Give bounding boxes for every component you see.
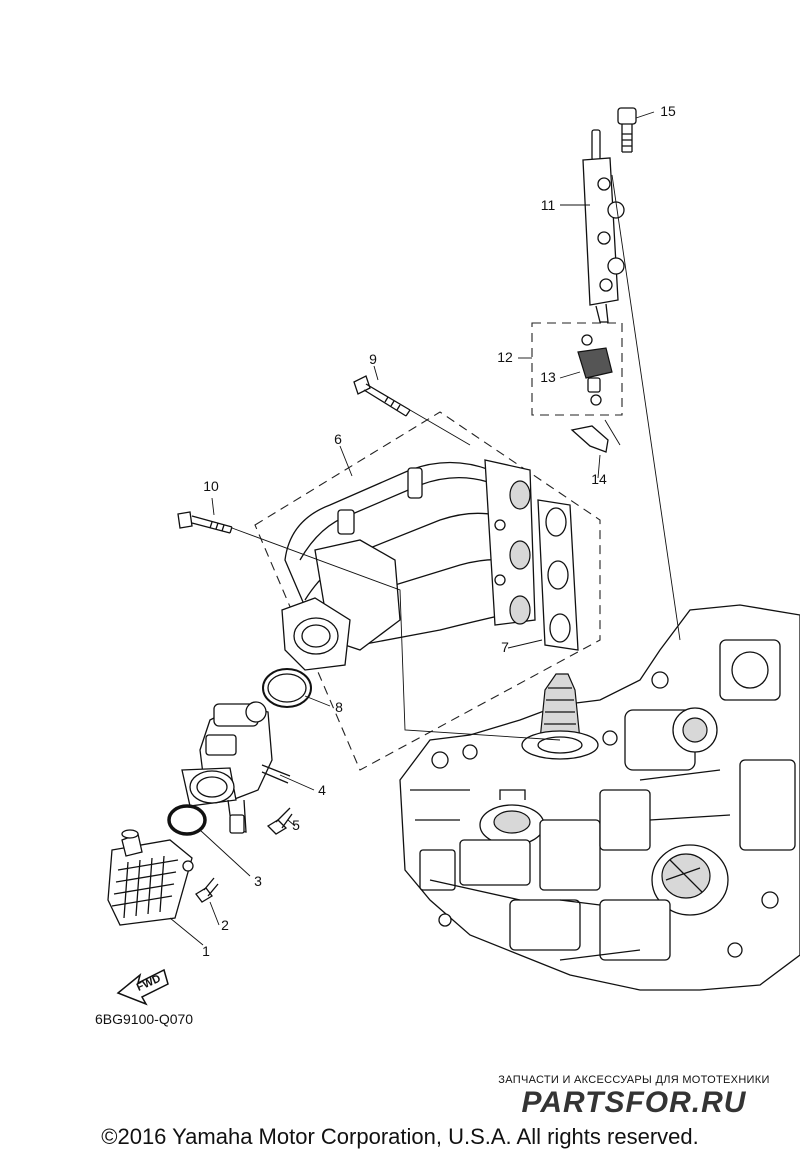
copyright-notice: ©2016 Yamaha Motor Corporation, U.S.A. A… (101, 1124, 699, 1149)
callout-12: 12 (497, 349, 513, 365)
fuel-injector (577, 334, 613, 406)
fwd-arrow: FWD (116, 968, 169, 1006)
manifold-gasket (537, 499, 579, 651)
throttle-body (181, 701, 291, 834)
leader-lines (169, 111, 681, 946)
callout-5: 5 (292, 817, 300, 833)
bolt-5 (266, 807, 293, 835)
bolt-15 (617, 107, 637, 153)
fuel-rail (582, 129, 625, 323)
callout-13: 13 (540, 369, 556, 385)
o-ring-8 (262, 668, 312, 708)
callout-1: 1 (202, 943, 210, 959)
callout-9: 9 (369, 351, 377, 367)
callout-labels: 1 2 3 4 5 6 7 8 9 10 11 12 13 14 15 (202, 103, 676, 959)
bolt-10 (177, 511, 233, 534)
engine-block (399, 604, 800, 991)
bolt-2 (195, 877, 219, 903)
callout-8: 8 (335, 699, 343, 715)
diagram-code: 6BG9100-Q070 (95, 1011, 193, 1027)
callout-7: 7 (501, 639, 509, 655)
callout-14: 14 (591, 471, 607, 487)
injector-clip (570, 425, 609, 453)
intake-silencer (107, 829, 194, 926)
callout-11: 11 (541, 197, 556, 213)
callout-6: 6 (334, 431, 342, 447)
intake-manifold (281, 459, 536, 671)
watermark: ЗАПЧАСТИ И АКСЕССУАРЫ ДЛЯ МОТОТЕХНИКИ PA… (498, 1074, 769, 1119)
callout-15: 15 (660, 103, 676, 119)
callout-2: 2 (221, 917, 229, 933)
bolt-9 (353, 375, 411, 417)
assembly-boundaries (254, 322, 623, 771)
watermark-logo: PARTSFOR.RU (522, 1086, 747, 1119)
callout-10: 10 (203, 478, 219, 494)
watermark-tagline: ЗАПЧАСТИ И АКСЕССУАРЫ ДЛЯ МОТОТЕХНИКИ (498, 1074, 769, 1086)
callout-4: 4 (318, 782, 326, 798)
o-ring-3 (167, 804, 207, 836)
callout-3: 3 (254, 873, 262, 889)
